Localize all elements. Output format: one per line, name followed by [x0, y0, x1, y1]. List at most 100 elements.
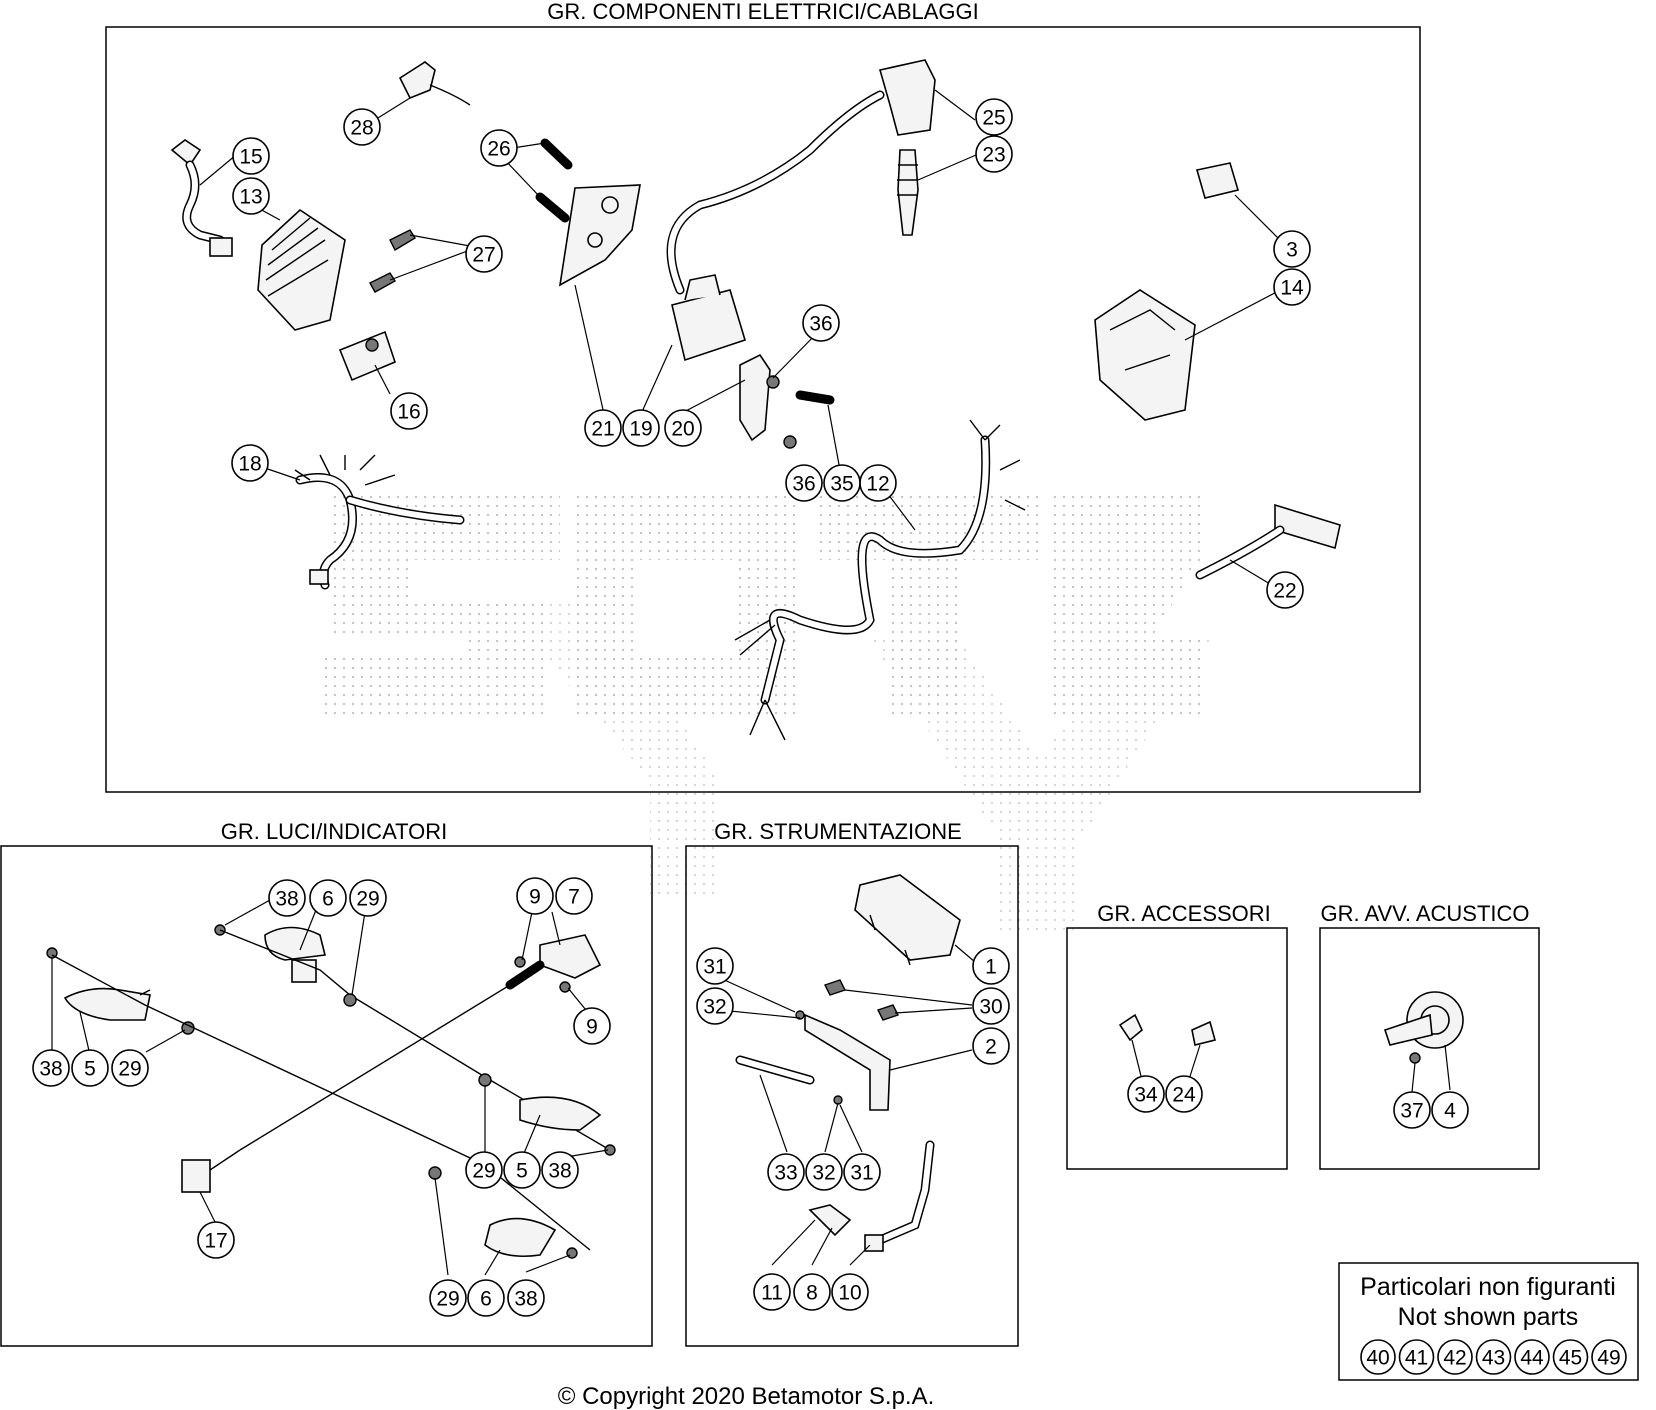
- callout-instruments-10: 10: [831, 1273, 869, 1311]
- not-shown-part-43: 43: [1475, 1339, 1512, 1375]
- not-shown-part-40: 40: [1360, 1339, 1396, 1375]
- callout-circle: [843, 1153, 881, 1191]
- callout-circle: [1552, 1339, 1589, 1375]
- callout-circle: [231, 444, 269, 482]
- callout-label: 10: [838, 1282, 861, 1305]
- callout-label: 32: [812, 1162, 835, 1185]
- callout-circle: [664, 409, 702, 447]
- callout-circle: [805, 1153, 843, 1191]
- instruments-leaders: [719, 944, 976, 1266]
- callout-label: 9: [586, 1016, 598, 1039]
- callout-electrical-3: 3: [1273, 230, 1311, 268]
- callout-circle: [465, 235, 503, 273]
- lights-leaders: [51, 899, 609, 1276]
- callout-electrical-19: 19: [622, 409, 660, 447]
- callout-label: 38: [514, 1288, 537, 1311]
- callout-circle: [541, 1151, 579, 1189]
- electrical-frame: [105, 26, 1421, 793]
- callout-label: 38: [275, 888, 298, 911]
- instruments-frame: [685, 845, 1019, 1347]
- callout-electrical-16: 16: [390, 392, 428, 430]
- callout-label: 36: [792, 473, 815, 496]
- callout-label: 11: [761, 1282, 783, 1305]
- callout-electrical-14: 14: [1273, 268, 1311, 306]
- callout-label: 24: [1172, 1084, 1196, 1107]
- callout-circle: [696, 987, 734, 1025]
- callout-circle: [584, 409, 622, 447]
- callout-circle: [972, 947, 1010, 985]
- callout-label: 33: [774, 1162, 797, 1185]
- callout-electrical-28: 28: [343, 108, 381, 146]
- callout-label: 3: [1286, 239, 1298, 262]
- not-shown-title-it: Particolari non figuranti: [1360, 1273, 1616, 1301]
- callout-label: 40: [1366, 1347, 1389, 1370]
- callout-circle: [507, 1279, 545, 1317]
- callout-accessories-34: 34: [1127, 1075, 1165, 1113]
- watermark: [320, 495, 1210, 930]
- callout-label: 23: [982, 144, 1005, 167]
- callout-label: 41: [1405, 1347, 1428, 1370]
- callout-circle: [1266, 571, 1304, 609]
- callout-instruments-1: 1: [972, 947, 1010, 985]
- callout-label: 8: [806, 1282, 818, 1305]
- callout-lights-38: 38: [32, 1049, 70, 1087]
- callout-instruments-11: 11: [753, 1273, 791, 1311]
- callout-label: 4: [1444, 1100, 1456, 1123]
- callout-circle: [972, 1027, 1010, 1065]
- callout-electrical-21: 21: [584, 409, 622, 447]
- horn-group-title: GR. AVV. ACUSTICO: [1320, 901, 1529, 926]
- callout-lights-9: 9: [573, 1007, 611, 1045]
- accessories-group-title: GR. ACCESSORI: [1097, 901, 1271, 926]
- callout-label: 20: [671, 418, 694, 441]
- callout-lights-5: 5: [503, 1151, 541, 1189]
- copyright: © Copyright 2020 Betamotor S.p.A.: [558, 1383, 935, 1410]
- not-shown-title-en: Not shown parts: [1398, 1303, 1579, 1331]
- accessories-frame: [1066, 927, 1288, 1170]
- callout-circle: [802, 304, 840, 342]
- callout-label: 25: [982, 107, 1005, 130]
- callout-lights-38: 38: [507, 1279, 545, 1317]
- callout-label: 29: [356, 888, 379, 911]
- callout-instruments-2: 2: [972, 1027, 1010, 1065]
- callout-circle: [573, 1007, 611, 1045]
- callout-lights-38: 38: [268, 879, 306, 917]
- callout-electrical-26: 26: [480, 129, 518, 167]
- callout-label: 5: [516, 1160, 528, 1183]
- callout-instruments-32: 32: [805, 1153, 843, 1191]
- not-shown-part-49: 49: [1591, 1339, 1627, 1375]
- callout-circle: [696, 947, 734, 985]
- horn-frame: [1319, 927, 1540, 1170]
- callout-electrical-36: 36: [785, 464, 823, 502]
- callout-label: 12: [866, 473, 889, 496]
- callout-circle: [785, 464, 823, 502]
- callout-lights-6: 6: [467, 1279, 505, 1317]
- callout-label: 29: [118, 1058, 141, 1081]
- callout-label: 14: [1280, 277, 1304, 300]
- callout-electrical-25: 25: [975, 98, 1013, 136]
- callout-instruments-31: 31: [843, 1153, 881, 1191]
- callout-label: 16: [397, 401, 420, 424]
- callout-lights-9: 9: [516, 877, 554, 915]
- lights-frame: [0, 845, 653, 1347]
- callout-circle: [465, 1151, 503, 1189]
- callout-label: 22: [1273, 580, 1296, 603]
- callout-circle: [232, 177, 270, 215]
- callout-lights-6: 6: [309, 879, 347, 917]
- callout-electrical-12: 12: [859, 464, 897, 502]
- callout-instruments-8: 8: [793, 1273, 831, 1311]
- callout-label: 1: [985, 956, 997, 979]
- callout-circle: [503, 1151, 541, 1189]
- callout-electrical-27: 27: [465, 235, 503, 273]
- electrical-group-title: GR. COMPONENTI ELETTRICI/CABLAGGI: [547, 0, 979, 24]
- callout-circle: [1360, 1339, 1396, 1375]
- callout-electrical-35: 35: [823, 464, 861, 502]
- callout-lights-5: 5: [71, 1049, 109, 1087]
- not-shown-frame: [1338, 1262, 1639, 1381]
- callout-circle: [1273, 230, 1311, 268]
- callout-label: 49: [1597, 1347, 1620, 1370]
- callout-lights-29: 29: [349, 879, 387, 917]
- callout-electrical-20: 20: [664, 409, 702, 447]
- callout-label: 6: [480, 1288, 492, 1311]
